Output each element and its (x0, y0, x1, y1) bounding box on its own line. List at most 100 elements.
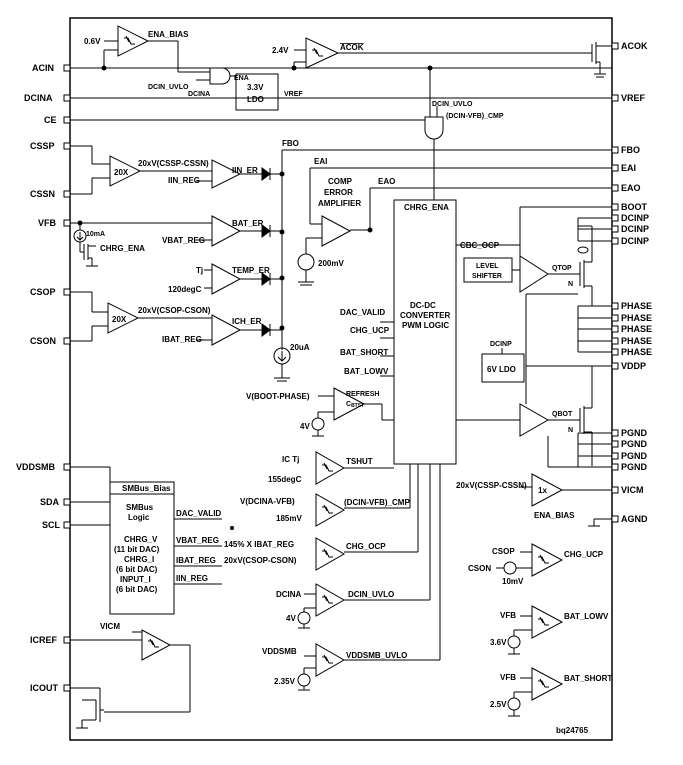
label-ich-er: ICH_ER (232, 317, 262, 326)
label-chg-ocp: CHG_OCP (346, 542, 386, 551)
label-dcin-uvlo3: DCIN_UVLO (348, 590, 394, 599)
label-bat-lowv: BAT_LOWV (344, 367, 389, 376)
label-iin-er: IIN_ER (232, 166, 258, 175)
label-eai-int: EAI (314, 157, 327, 166)
label-n-bot: N (568, 427, 573, 434)
pin-scl: SCL (42, 520, 61, 530)
label-vfb-a: VFB (500, 611, 516, 620)
label-200mv: 200mV (318, 259, 344, 268)
label-20x-b: 20X (112, 315, 127, 324)
pin-phase-2: PHASE (621, 313, 652, 323)
label-2v35: 2.35V (274, 677, 296, 686)
pin-phase-1: PHASE (621, 301, 652, 311)
label-bat-short2: BAT_SHORT (564, 674, 612, 683)
label-chg-ucp: CHG_UCP (350, 326, 390, 335)
pin-icref: ICREF (30, 635, 58, 645)
label-11bit: (11 bit DAC) (114, 545, 160, 554)
label-chg-ucp2: CHG_UCP (564, 550, 604, 559)
label-comp-3: AMPLIFIER (318, 199, 361, 208)
label-refresh-1: REFRESH (346, 391, 379, 398)
pin-fbo: FBO (621, 145, 640, 155)
label-bat-er: BAT_ER (232, 219, 264, 228)
label-ldo33-2: LDO (247, 95, 264, 104)
label-iin-reg: IIN_REG (168, 176, 200, 185)
pin-phase-5: PHASE (621, 347, 652, 357)
pin-pgnd-4: PGND (621, 462, 648, 472)
label-chrg-ena-sw: CHRG_ENA (100, 244, 145, 253)
pwm-logic-block (393, 199, 457, 465)
label-tshut: TSHUT (346, 457, 373, 466)
label-pwm-3: PWM LOGIC (402, 321, 449, 330)
pin-ce: CE (44, 115, 57, 125)
label-4v-a: 4V (300, 422, 310, 431)
pin-agnd: AGND (621, 514, 648, 524)
pin-sda: SDA (40, 497, 60, 507)
label-input-i: INPUT_I (120, 575, 151, 584)
label-chrg-ena-block: CHRG_ENA (404, 203, 449, 212)
pin-dcinp-1: DCINP (621, 213, 649, 223)
label-level-1: LEVEL (476, 263, 499, 270)
label-ena-bias2: ENA_BIAS (534, 511, 575, 520)
pin-vddp: VDDP (621, 361, 646, 371)
ic-outline (69, 17, 613, 741)
label-vddsmb-uvlo: VDDSMB_UVLO (346, 651, 407, 660)
label-ena-bias: ENA_BIAS (148, 30, 189, 39)
label-comp-1: COMP (328, 177, 353, 186)
label-n-top: N (568, 281, 573, 288)
label-vicm-cmp: VICM (100, 622, 120, 631)
pin-eao: EAO (621, 183, 641, 193)
label-eao-int: EAO (378, 177, 395, 186)
label-ena: ENA (234, 75, 249, 82)
label-6v-ldo: 6V LDO (487, 365, 516, 374)
label-smbus-2: Logic (128, 513, 150, 522)
pin-phase-4: PHASE (621, 336, 652, 346)
label-cssp-cssn: 20xV(CSSP-CSSN) (138, 159, 209, 168)
label-csop-cmp: CSOP (492, 547, 515, 556)
label-dcin-vfb-cmp: (DCIN-VFB)_CMP (446, 113, 504, 120)
label-6bit-b: (6 bit DAC) (116, 585, 158, 594)
label-vbat-reg: VBAT_REG (162, 236, 205, 245)
pin-cson: CSON (30, 336, 56, 346)
label-smbus-1: SMBus (126, 503, 154, 512)
label-2v4: 2.4V (272, 46, 289, 55)
label-chrg-v: CHRG_V (124, 535, 158, 544)
pin-eai: EAI (621, 163, 636, 173)
pin-dcina: DCINA (24, 93, 53, 103)
label-level-2: SHIFTER (472, 273, 502, 280)
pin-pgnd-1: PGND (621, 428, 648, 438)
label-vref-int: VREF (284, 91, 303, 98)
label-o-vbat-reg: VBAT_REG (176, 536, 219, 545)
label-fbo-int: FBO (282, 139, 299, 148)
label-o-iin-reg: IIN_REG (176, 574, 208, 583)
label-dcin-vfb-cmp2: (DCIN-VFB)_CMP (344, 498, 410, 507)
label-acok-bar: ACOK (340, 43, 364, 52)
pin-vddsmb: VDDSMB (16, 462, 56, 472)
pin-acok: ACOK (621, 41, 648, 51)
label-ibat-reg: IBAT_REG (162, 335, 202, 344)
label-0v6: 0.6V (84, 37, 101, 46)
label-dcina-cmp: DCINA (276, 590, 302, 599)
pin-boot: BOOT (621, 202, 648, 212)
label-10ma: 10mA (86, 231, 105, 238)
label-o-dac-valid: DAC_VALID (176, 509, 221, 518)
label-chrg-i: CHRG_I (124, 555, 154, 564)
label-4v-b: 4V (286, 614, 296, 623)
label-qbot: QBOT (552, 411, 573, 418)
pin-cssp: CSSP (30, 141, 55, 151)
pin-dcinp-3: DCINP (621, 236, 649, 246)
label-1x: 1x (538, 486, 547, 495)
pin-pgnd-3: PGND (621, 451, 648, 461)
label-145pct: 145% X IBAT_REG (224, 540, 294, 549)
label-dcin-uvlo: DCIN_UVLO (148, 84, 189, 91)
label-dac-valid: DAC_VALID (340, 308, 385, 317)
label-pwm-1: DC-DC (410, 301, 436, 310)
label-v-boot-phase: V(BOOT-PHASE) (246, 392, 310, 401)
label-20ua: 20uA (290, 343, 310, 352)
label-csop-cson2: 20xV(CSOP-CSON) (224, 556, 297, 565)
pin-cssn: CSSN (30, 189, 55, 199)
smbus-logic-block (109, 481, 175, 615)
label-2v5: 2.5V (490, 700, 507, 709)
pin-csop: CSOP (30, 287, 56, 297)
label-20x-a: 20X (114, 168, 129, 177)
